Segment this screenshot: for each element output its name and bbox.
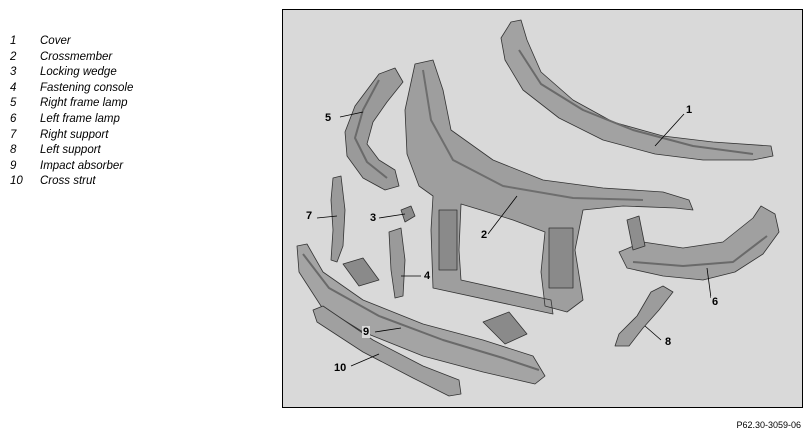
legend-number: 1	[10, 35, 17, 47]
legend-label: Left support	[40, 144, 101, 157]
legend-item: 5 Right frame lamp	[10, 96, 133, 112]
callout-3: 3	[369, 212, 378, 224]
exploded-parts-figure: 1 2 3 4 5 6 7 8 9 10	[282, 9, 803, 408]
parts-illustration	[296, 19, 780, 397]
legend-number: 2	[10, 50, 17, 63]
legend-number: 3	[10, 66, 17, 79]
callout-7: 7	[305, 210, 314, 222]
legend-number: 7	[10, 128, 17, 141]
callout-5: 5	[324, 112, 333, 124]
right-frame-lamp-part	[344, 67, 404, 191]
legend-item: 6 Left frame lamp	[10, 112, 133, 128]
callout-1: 1	[685, 104, 694, 116]
legend-label: Right frame lamp	[40, 97, 128, 110]
legend-number: 6	[10, 112, 17, 125]
legend-item: 2 Crossmember	[10, 50, 133, 66]
legend-item: 4 Fastening console	[10, 81, 133, 97]
locking-wedge-part	[400, 205, 416, 223]
cover-part	[500, 19, 774, 161]
parts-legend: 1 Cover 2 Crossmember 3 Locking wedge 4 Fast…	[10, 34, 133, 190]
callout-4: 4	[423, 270, 432, 282]
legend-label: Locking wedge	[40, 66, 117, 79]
right-support-part	[330, 175, 346, 263]
left-frame-lamp-part	[618, 205, 780, 281]
legend-label: Crossmember	[40, 50, 113, 63]
legend-number: 8	[10, 144, 17, 157]
legend-label: Right support	[40, 128, 109, 141]
leader-lines	[316, 111, 712, 367]
callout-10: 10	[333, 362, 348, 374]
legend-label: Fastening console	[40, 81, 134, 94]
fastening-console-part	[388, 227, 406, 299]
figure-code: P62.30-3059-06	[736, 420, 801, 430]
legend-number: 9	[10, 159, 17, 172]
legend-label: Left frame lamp	[40, 112, 120, 125]
legend-item: 9 Impact absorber	[10, 159, 133, 175]
legend-number: 5	[10, 97, 17, 110]
legend-item: 10 Cross strut	[10, 174, 133, 190]
legend-item: 1 Cover	[10, 34, 133, 50]
cross-strut-part	[312, 305, 462, 397]
left-support-part	[614, 285, 674, 347]
legend-label: Cover	[40, 35, 71, 47]
legend-item: 8 Left support	[10, 143, 133, 159]
callout-8: 8	[664, 336, 673, 348]
crossmember-part	[404, 59, 694, 315]
legend-label: Cross strut	[40, 175, 96, 188]
legend-label: Impact absorber	[40, 159, 124, 172]
legend-number: 4	[10, 81, 17, 94]
cover-ridge	[518, 49, 754, 155]
legend-number: 10	[10, 175, 23, 188]
legend-item: 7 Right support	[10, 128, 133, 144]
callout-2: 2	[480, 229, 489, 241]
legend-item: 3 Locking wedge	[10, 65, 133, 81]
callout-9: 9	[362, 326, 371, 338]
callout-6: 6	[711, 296, 720, 308]
